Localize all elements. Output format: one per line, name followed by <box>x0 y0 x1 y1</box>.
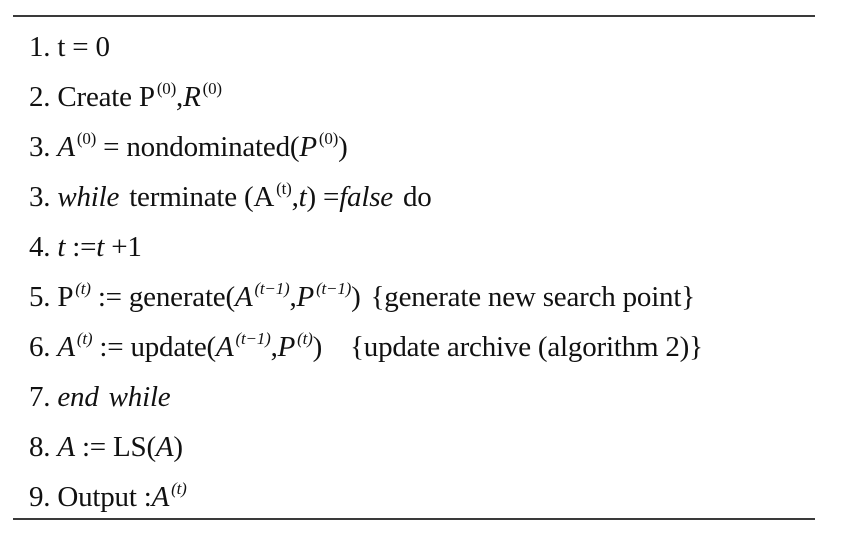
algorithm-line-3: 3.A(0) = nondominated(P(0)) <box>29 122 819 172</box>
superscript: (0) <box>318 129 339 148</box>
keyword-while: while <box>108 381 171 413</box>
line-number: 5. <box>29 281 51 313</box>
separator: , <box>289 281 297 313</box>
top-rule <box>13 15 815 17</box>
superscript: (t) <box>276 179 292 198</box>
close-paren: ) <box>351 281 361 313</box>
line-number: 2. <box>29 81 51 113</box>
value-false: false <box>339 181 393 213</box>
superscript: (t−1) <box>235 329 271 348</box>
superscript: (t−1) <box>254 279 290 298</box>
variable-a: A <box>151 481 170 513</box>
line-number: 9. <box>29 481 51 513</box>
bottom-rule <box>13 518 815 520</box>
algorithm-line-7: 7.end while <box>29 372 819 422</box>
comment: {update archive (algorithm 2)} <box>350 331 703 363</box>
superscript: (0) <box>202 79 222 98</box>
close-eq: ) = <box>306 181 340 213</box>
variable-a: A <box>155 431 174 463</box>
algorithm-line-2: 2.Create P(0),R(0) <box>29 72 819 122</box>
variable-r: R <box>183 81 201 113</box>
line-text: t = 0 <box>57 31 110 63</box>
variable-p: P <box>299 131 317 163</box>
algorithm-line-8: 8.A := LS(A) <box>29 422 819 472</box>
superscript: (t) <box>76 329 93 348</box>
variable-a: A <box>57 431 75 463</box>
close-paren: ) <box>173 431 183 463</box>
algorithm-line-1: 1.t = 0 <box>29 22 819 72</box>
superscript: (t) <box>171 479 187 498</box>
variable-t: t <box>298 181 307 213</box>
keyword-end: end <box>57 381 99 413</box>
line-number: 7. <box>29 381 51 413</box>
superscript: (0) <box>156 79 177 98</box>
plus-one: +1 <box>111 231 142 263</box>
superscript: (t−1) <box>316 279 352 298</box>
variable-a: A <box>234 281 253 313</box>
superscript: (t) <box>75 279 91 298</box>
variable-a: A <box>57 131 75 163</box>
nondominated-call: = nondominated( <box>96 131 300 163</box>
superscript: (t) <box>297 329 313 348</box>
generate-call: := generate( <box>97 281 235 313</box>
superscript: (0) <box>76 129 97 148</box>
variable-t: t <box>57 231 66 263</box>
output-label: Output : <box>57 481 152 513</box>
terminate-call: terminate (A <box>129 181 275 213</box>
ls-call: := LS( <box>81 431 156 463</box>
algorithm-line-6: 6.A(t) := update(A(t−1),P(t)){update arc… <box>29 322 819 372</box>
update-call: := update( <box>99 331 217 363</box>
algorithm-listing: 1.t = 0 2.Create P(0),R(0) 3.A(0) = nond… <box>29 22 819 522</box>
separator: , <box>291 181 299 213</box>
keyword-do: do <box>402 181 432 213</box>
comment: {generate new search point} <box>370 281 696 313</box>
close-paren: ) <box>338 131 348 163</box>
separator: , <box>176 81 184 113</box>
line-number: 3. <box>29 131 51 163</box>
line-number: 1. <box>29 31 51 63</box>
variable-t: t <box>96 231 105 263</box>
line-number: 6. <box>29 331 51 363</box>
separator: , <box>270 331 278 363</box>
algorithm-line-9: 9.Output :A(t) <box>29 472 819 522</box>
line-number: 8. <box>29 431 51 463</box>
variable-a: A <box>216 331 234 363</box>
algorithm-line-5: 5.P(t) := generate(A(t−1),P(t−1)){genera… <box>29 272 819 322</box>
keyword-while: while <box>57 181 120 213</box>
close-paren: ) <box>312 331 323 363</box>
variable-p: P <box>296 281 315 313</box>
create-text: Create P <box>57 81 155 113</box>
line-number: 4. <box>29 231 51 263</box>
line-number: 3. <box>29 181 51 213</box>
variable-a: A <box>57 331 75 363</box>
variable-p: P <box>57 281 74 313</box>
algorithm-line-4: 4.t :=t +1 <box>29 222 819 272</box>
variable-p: P <box>277 331 296 363</box>
assign-op: := <box>72 231 97 263</box>
